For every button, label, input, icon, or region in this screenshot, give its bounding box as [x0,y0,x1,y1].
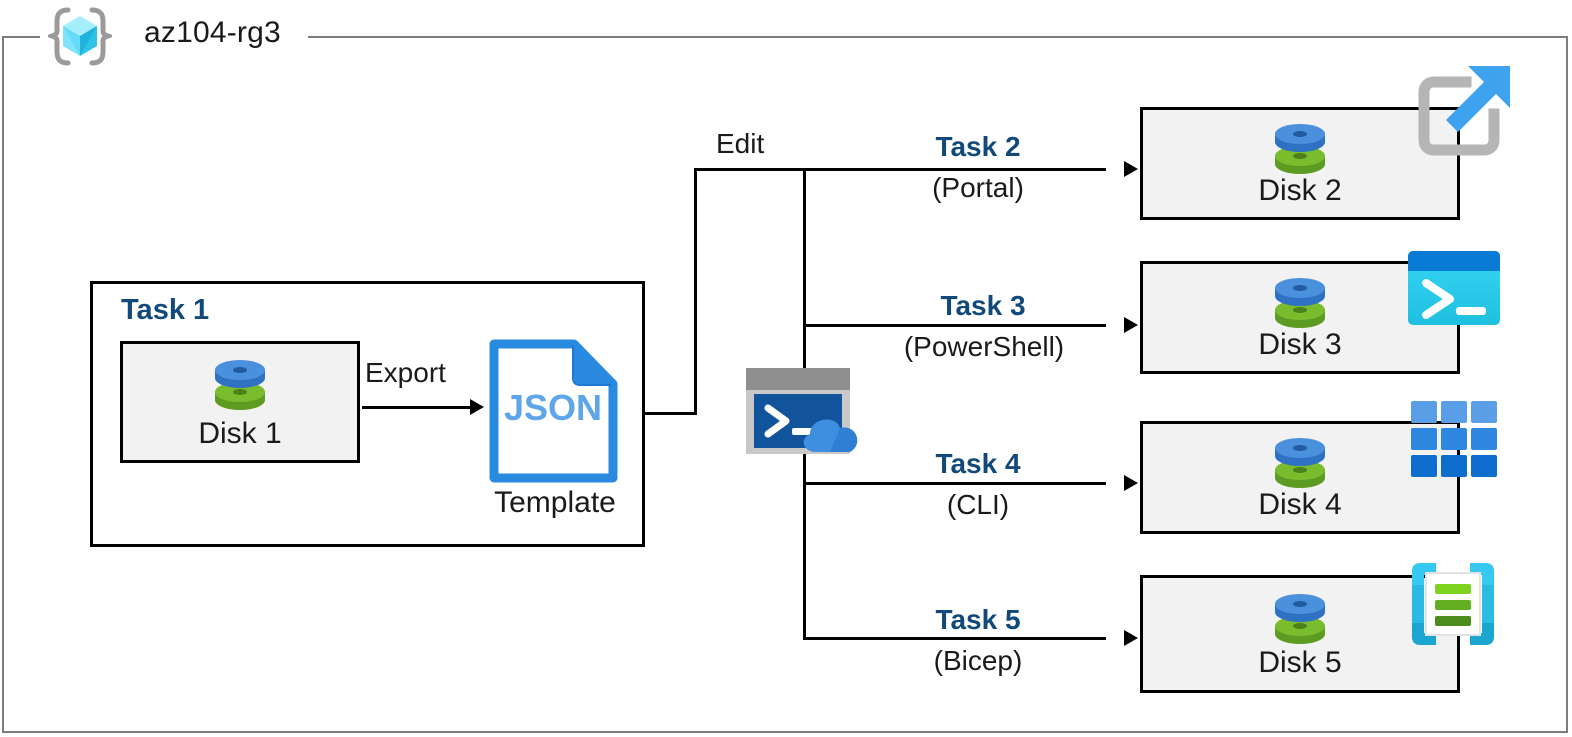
disk5-label: Disk 5 [1258,646,1342,679]
task3-tool-label: (PowerShell) [903,331,1065,362]
managed-disk-icon [209,354,271,421]
disk4-box[interactable]: Disk 4 [1140,421,1460,534]
task1-heading: Task 1 [121,294,210,326]
edit-label: Edit [716,128,765,159]
task5-arrowhead [1124,630,1138,646]
azure-portal-icon [1408,62,1516,167]
export-arrowhead [470,399,484,415]
azure-cli-icon [1410,400,1500,483]
bicep-icon [1408,559,1498,654]
disk3-box[interactable]: Disk 3 [1140,261,1460,374]
json-label: JSON [504,387,602,428]
task3-label: Task 3 [940,290,1026,321]
task3-arrowhead [1124,317,1138,333]
disk2-box[interactable]: Disk 2 [1140,107,1460,220]
task2-arrowhead [1124,161,1138,177]
disk1-box[interactable]: Disk 1 [120,341,360,463]
export-arrow-line [362,406,478,409]
edit-connector-segment-1 [645,412,697,415]
task4-arrowhead [1124,475,1138,491]
template-caption: Template [494,486,616,519]
task4-label: Task 4 [935,448,1021,479]
disk3-label: Disk 3 [1258,328,1342,361]
task5-label: Task 5 [935,604,1021,635]
edit-connector-segment-3 [694,168,1106,171]
task4-arrow-line [803,482,1106,485]
export-label: Export [365,357,446,388]
task4-tool-label: (CLI) [946,489,1010,520]
edit-connector-segment-2 [694,168,697,415]
task5-arrow-line [803,637,1106,640]
managed-disk-icon [1269,272,1331,339]
task5-tool-label: (Bicep) [933,645,1023,676]
resource-group-frame [2,36,1568,733]
azure-resource-group-icon [44,6,116,68]
disk2-label: Disk 2 [1258,174,1342,207]
powershell-icon [1406,249,1502,332]
task2-label: Task 2 [935,131,1021,162]
managed-disk-icon [1269,432,1331,499]
managed-disk-icon [1269,588,1331,655]
task3-arrow-line [803,324,1106,327]
task2-tool-label: (Portal) [932,172,1024,203]
disk4-label: Disk 4 [1258,488,1342,521]
disk1-label: Disk 1 [198,417,282,450]
managed-disk-icon [1269,118,1331,185]
cloud-shell-icon [744,366,864,463]
json-document-icon[interactable]: JSON [486,336,621,526]
resource-group-title: az104-rg3 [144,16,281,49]
